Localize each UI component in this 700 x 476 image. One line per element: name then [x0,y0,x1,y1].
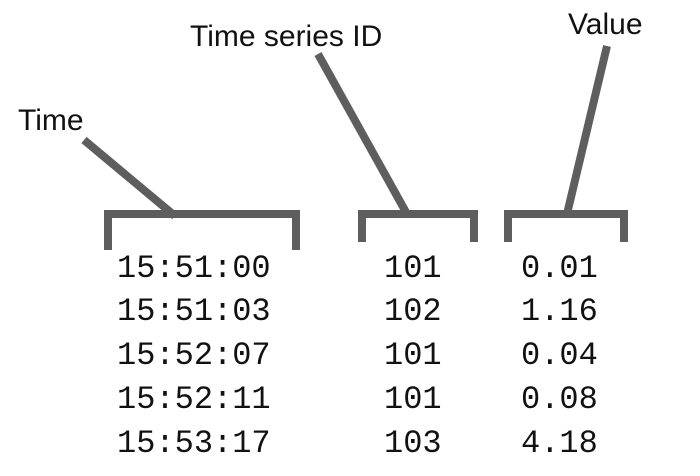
value-leader-line [563,45,611,215]
series-id-label: Time series ID [190,20,382,53]
table-row: 15:53:17 103 4.18 [117,425,598,462]
value-cell: 4.18 [521,425,598,462]
value-cell: 1.16 [521,293,598,330]
series-id-leader-line [314,52,411,216]
time-cell: 15:52:11 [117,381,271,418]
time-cell: 15:51:03 [117,293,271,330]
time-label: Time [18,104,84,137]
value-cell: 0.01 [521,250,598,287]
time-cell: 15:53:17 [117,425,271,462]
time-cell: 15:51:00 [117,250,271,287]
table-row: 15:52:07 101 0.04 [117,337,598,374]
table-row: 15:52:11 101 0.08 [117,381,598,418]
value-cell: 0.08 [521,381,598,418]
data-rows: 15:51:00 101 0.01 15:51:03 102 1.16 15:5… [117,250,598,462]
series-id-column-bracket [358,210,478,242]
series-id-cell: 101 [384,250,442,287]
value-cell: 0.04 [521,337,598,374]
time-cell: 15:52:07 [117,337,271,374]
series-id-cell: 101 [384,381,442,418]
time-leader-line [81,136,178,220]
value-column-bracket [504,210,628,242]
value-label: Value [568,8,643,41]
table-row: 15:51:03 102 1.16 [117,293,598,330]
series-id-cell: 101 [384,337,442,374]
series-id-cell: 103 [384,425,442,462]
time-column-bracket [104,210,300,250]
series-id-cell: 102 [384,293,442,330]
table-row: 15:51:00 101 0.01 [117,250,598,287]
